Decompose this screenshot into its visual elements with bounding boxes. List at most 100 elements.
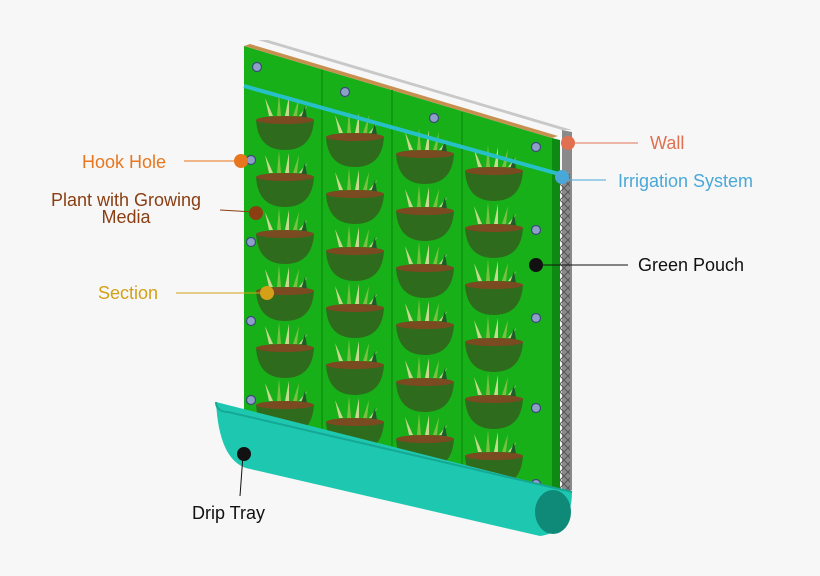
plant-leaf [433,417,439,435]
plant-pot [326,225,384,281]
plant-leaf [335,115,343,133]
pot-soil [465,224,523,232]
irrigation-marker [555,170,569,184]
hook-hole [339,86,351,98]
plant-leaf [363,400,369,418]
plant-leaf [265,326,273,344]
pot-body [465,228,523,258]
plant-leaf [277,94,281,116]
plant-pot [326,168,384,224]
plant-leaf [277,265,281,287]
plant-leaf [405,132,413,150]
plant-leaf [441,425,447,437]
plant-leaf [355,227,359,247]
plant-leaf [441,311,447,323]
plant-leaf [417,356,421,378]
plant-leaf [425,301,429,321]
plant-leaf [277,208,281,230]
panel-thickness [552,138,560,492]
drip-tray-end [535,490,571,534]
plant-pot [465,316,523,372]
plant-leaf [285,381,289,401]
pot-body [396,211,454,241]
plant-leaf [433,360,439,378]
pot-body [326,365,384,395]
pot-soil [396,321,454,329]
plant-leaf [510,271,516,283]
green-pouch-marker [529,258,543,272]
plant-leaf [285,324,289,344]
plant-leaf [425,187,429,207]
plant-pot [465,202,523,258]
plant-leaf [474,149,482,167]
pot-soil [396,150,454,158]
pot-body [326,251,384,281]
plant-leaf [347,168,351,190]
plant-leaf [417,413,421,435]
pot-body [396,325,454,355]
plant-leader [219,209,255,213]
plant-leaf [277,379,281,401]
plant-leaf [335,400,343,418]
pot-body [326,308,384,338]
hook-hole [251,61,263,73]
plant-leaf [265,155,273,173]
pot-soil [326,190,384,198]
plant-leaf [293,212,299,230]
plant-leaf [371,294,377,306]
pot-soil [256,173,314,181]
plant-leaf [405,189,413,207]
panel-rim [244,44,558,138]
plant-leaf [293,383,299,401]
plant-leaf [417,242,421,264]
plant-leaf [502,377,508,395]
plant-leaf [494,318,498,338]
hook-hole [530,141,542,153]
green-pouch-label: Green Pouch [638,255,745,275]
hook-hole-marker [234,154,248,168]
plant-leaf [405,303,413,321]
plant-pot [396,299,454,355]
plant-leaf [417,299,421,321]
plant-leaf [486,202,490,224]
plant-leaf [285,153,289,173]
plant-leaf [405,246,413,264]
pot-soil [326,304,384,312]
plant-leaf [474,434,482,452]
pot-soil [396,207,454,215]
plant-leaf [293,155,299,173]
plant-leaf [474,206,482,224]
pot-body [396,154,454,184]
plant-leaf [347,282,351,304]
plant-leaf [277,322,281,344]
plant-pot [256,151,314,207]
plant-leaf [335,172,343,190]
pot-soil [465,338,523,346]
pot-body [465,285,523,315]
plant-pot [326,282,384,338]
pot-body [326,137,384,167]
plant-pot [396,356,454,412]
irrigation-pipe [243,84,567,178]
plant-label: Plant with Growing Media [50,190,202,227]
plant-leaf [425,415,429,435]
plant-leaf [510,442,516,454]
hook-hole [530,312,542,324]
plant-leaf [277,151,281,173]
plant-leaf [301,106,307,118]
pot-soil [256,401,314,409]
plant-leaf [510,328,516,340]
plant-leaf [301,277,307,289]
plant-leaf [425,130,429,150]
plant-leaf [433,189,439,207]
plant-pot [396,242,454,298]
hook-holes [245,61,542,490]
plants-grid [256,94,523,486]
plant-leaf [355,170,359,190]
plant-pot [465,145,523,201]
drip-tray-label: Drip Tray [192,503,266,523]
plant-leaf [355,341,359,361]
drip-tray-rim [215,401,573,493]
plant-leaf [301,334,307,346]
